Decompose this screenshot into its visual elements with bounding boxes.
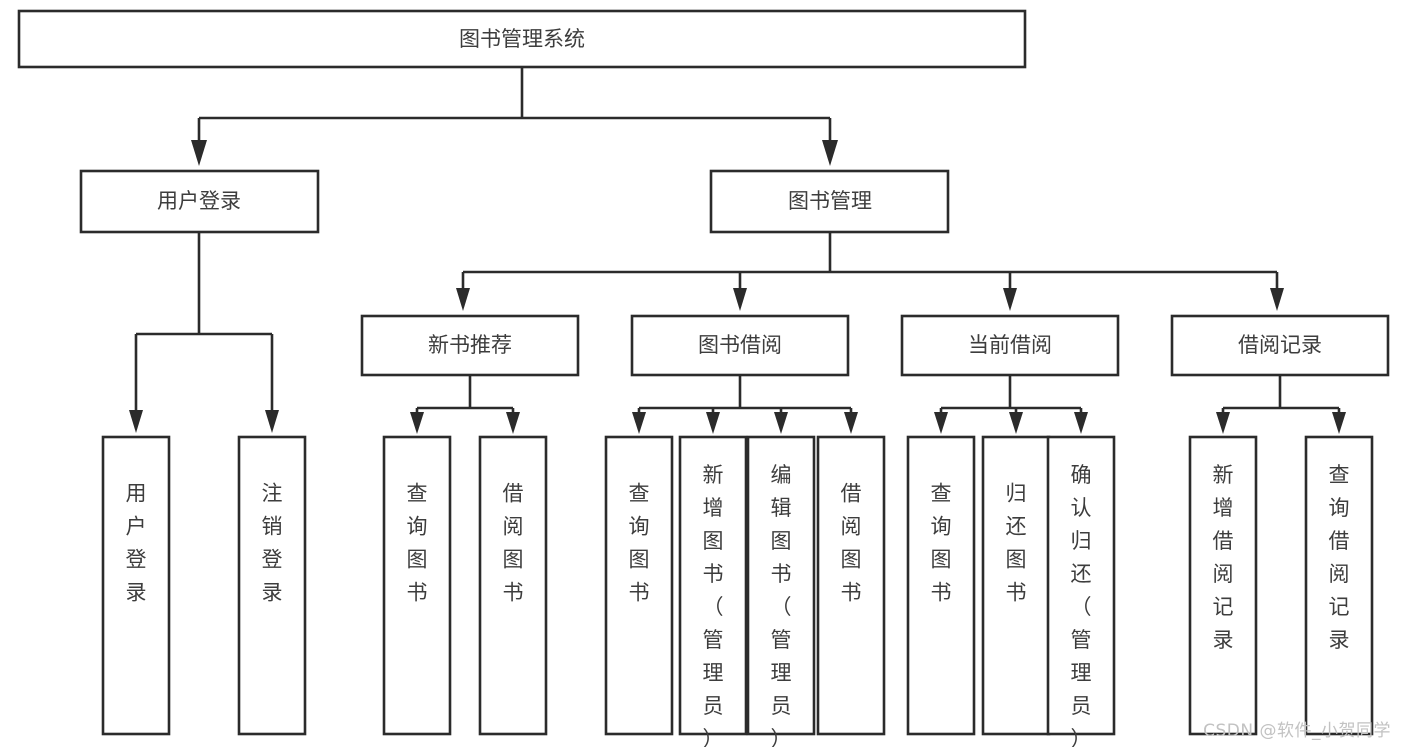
leaf-confirm-return-box[interactable] <box>1046 435 1116 736</box>
node-root[interactable]: 图书管理系统 <box>17 9 1027 69</box>
leaf-node[interactable]: 新增借阅记录 <box>1188 435 1258 736</box>
node-new-book-recommend-box[interactable] <box>360 314 580 377</box>
connector-bookborrow-to-leaves <box>632 375 858 434</box>
arrow-down-icon <box>1332 412 1346 434</box>
connector-userlogin-to-leaves <box>129 232 279 433</box>
leaf-add-book-label: 新增图书（管理员） <box>703 463 724 747</box>
leaf-node[interactable]: 查询图书 <box>382 435 452 736</box>
arrow-down-icon <box>1009 412 1023 434</box>
leaf-query-book-3-box[interactable] <box>906 435 976 736</box>
node-new-book-recommend[interactable]: 新书推荐 <box>360 314 580 377</box>
leaf-node[interactable]: 新增图书（管理员） <box>678 435 748 747</box>
arrow-down-icon <box>706 412 720 434</box>
arrow-down-icon <box>191 140 207 166</box>
leaf-node[interactable]: 查询图书 <box>906 435 976 736</box>
leaf-node[interactable]: 查询借阅记录 <box>1304 435 1374 736</box>
arrow-down-icon <box>129 410 143 433</box>
leaf-logout-login-label: 注销登录 <box>262 482 283 605</box>
leaf-node[interactable]: 确认归还（管理员） <box>1046 435 1116 747</box>
leaf-node[interactable]: 编辑图书（管理员） <box>746 435 816 747</box>
leaf-query-book-3-label: 查询图书 <box>931 482 952 605</box>
node-borrow-record-label: 借阅记录 <box>1238 333 1322 357</box>
node-user-login-box[interactable] <box>79 169 320 234</box>
arrow-down-icon <box>1074 412 1088 434</box>
leaf-user-login-label: 用户登录 <box>126 482 147 605</box>
arrow-down-icon <box>410 412 424 434</box>
leaf-edit-book-box[interactable] <box>746 435 816 736</box>
connector-root-to-level2 <box>191 67 838 166</box>
leaf-query-book-2-box[interactable] <box>604 435 674 736</box>
node-user-login[interactable]: 用户登录 <box>79 169 320 234</box>
leaf-borrow-book-1-label: 借阅图书 <box>503 482 524 605</box>
arrow-down-icon <box>1270 288 1284 311</box>
leaf-borrow-book-1-box[interactable] <box>478 435 548 736</box>
leaf-add-record-box[interactable] <box>1188 435 1258 736</box>
leaf-logout-login-box[interactable] <box>237 435 307 736</box>
node-borrow-record[interactable]: 借阅记录 <box>1170 314 1390 377</box>
leaf-add-book-box[interactable] <box>678 435 748 736</box>
arrow-down-icon <box>934 412 948 434</box>
node-current-borrow[interactable]: 当前借阅 <box>900 314 1120 377</box>
arrow-down-icon <box>265 410 279 433</box>
leaf-borrow-book-2-box[interactable] <box>816 435 886 736</box>
leaf-node[interactable]: 注销登录 <box>237 435 307 736</box>
arrow-down-icon <box>774 412 788 434</box>
leaf-node[interactable]: 归还图书 <box>981 435 1051 736</box>
leaf-user-login-box[interactable] <box>101 435 171 736</box>
leaf-node[interactable]: 借阅图书 <box>816 435 886 736</box>
leaf-node[interactable]: 借阅图书 <box>478 435 548 736</box>
arrow-down-icon <box>1003 288 1017 311</box>
node-book-manage-label: 图书管理 <box>788 189 872 213</box>
node-current-borrow-box[interactable] <box>900 314 1120 377</box>
connector-bookmanage-to-level3 <box>456 232 1284 311</box>
leaf-node[interactable]: 查询图书 <box>604 435 674 736</box>
connector-currentborrow-to-leaves <box>934 375 1088 434</box>
arrow-down-icon <box>822 140 838 166</box>
arrow-down-icon <box>632 412 646 434</box>
connector-borrowrecord-to-leaves <box>1216 375 1346 434</box>
leaf-return-book-label: 归还图书 <box>1006 482 1027 605</box>
node-book-manage-box[interactable] <box>709 169 950 234</box>
node-current-borrow-label: 当前借阅 <box>968 333 1052 357</box>
leaf-node-layer: 用户登录 注销登录 查询图书 借阅图书 查询图书 新增图书（管理员） 编辑图书（管理员） 借阅… <box>101 435 1374 747</box>
arrow-down-icon <box>506 412 520 434</box>
leaf-add-record-label: 新增借阅记录 <box>1213 463 1234 652</box>
leaf-confirm-return-label: 确认归还（管理员） <box>1071 463 1092 747</box>
leaf-query-record-box[interactable] <box>1304 435 1374 736</box>
node-book-borrow-box[interactable] <box>630 314 850 377</box>
leaf-borrow-book-2-label: 借阅图书 <box>841 482 862 605</box>
arrow-down-icon <box>456 288 470 311</box>
node-root-box[interactable] <box>17 9 1027 69</box>
leaf-query-record-label: 查询借阅记录 <box>1329 463 1350 652</box>
node-user-login-label: 用户登录 <box>157 189 241 213</box>
leaf-query-book-1-box[interactable] <box>382 435 452 736</box>
node-book-borrow[interactable]: 图书借阅 <box>630 314 850 377</box>
node-new-book-recommend-label: 新书推荐 <box>428 333 512 357</box>
node-book-manage[interactable]: 图书管理 <box>709 169 950 234</box>
leaf-node[interactable]: 用户登录 <box>101 435 171 736</box>
leaf-query-book-1-label: 查询图书 <box>407 482 428 605</box>
leaf-query-book-2-label: 查询图书 <box>629 482 650 605</box>
node-borrow-record-box[interactable] <box>1170 314 1390 377</box>
node-book-borrow-label: 图书借阅 <box>698 333 782 357</box>
leaf-edit-book-label: 编辑图书（管理员） <box>771 463 792 747</box>
arrow-down-icon <box>844 412 858 434</box>
node-root-label: 图书管理系统 <box>459 27 585 51</box>
arrow-down-icon <box>1216 412 1230 434</box>
connector-newbook-to-leaves <box>410 375 520 434</box>
arrow-down-icon <box>733 288 747 311</box>
watermark-text: CSDN @软件_小贺同学 <box>1203 721 1391 741</box>
